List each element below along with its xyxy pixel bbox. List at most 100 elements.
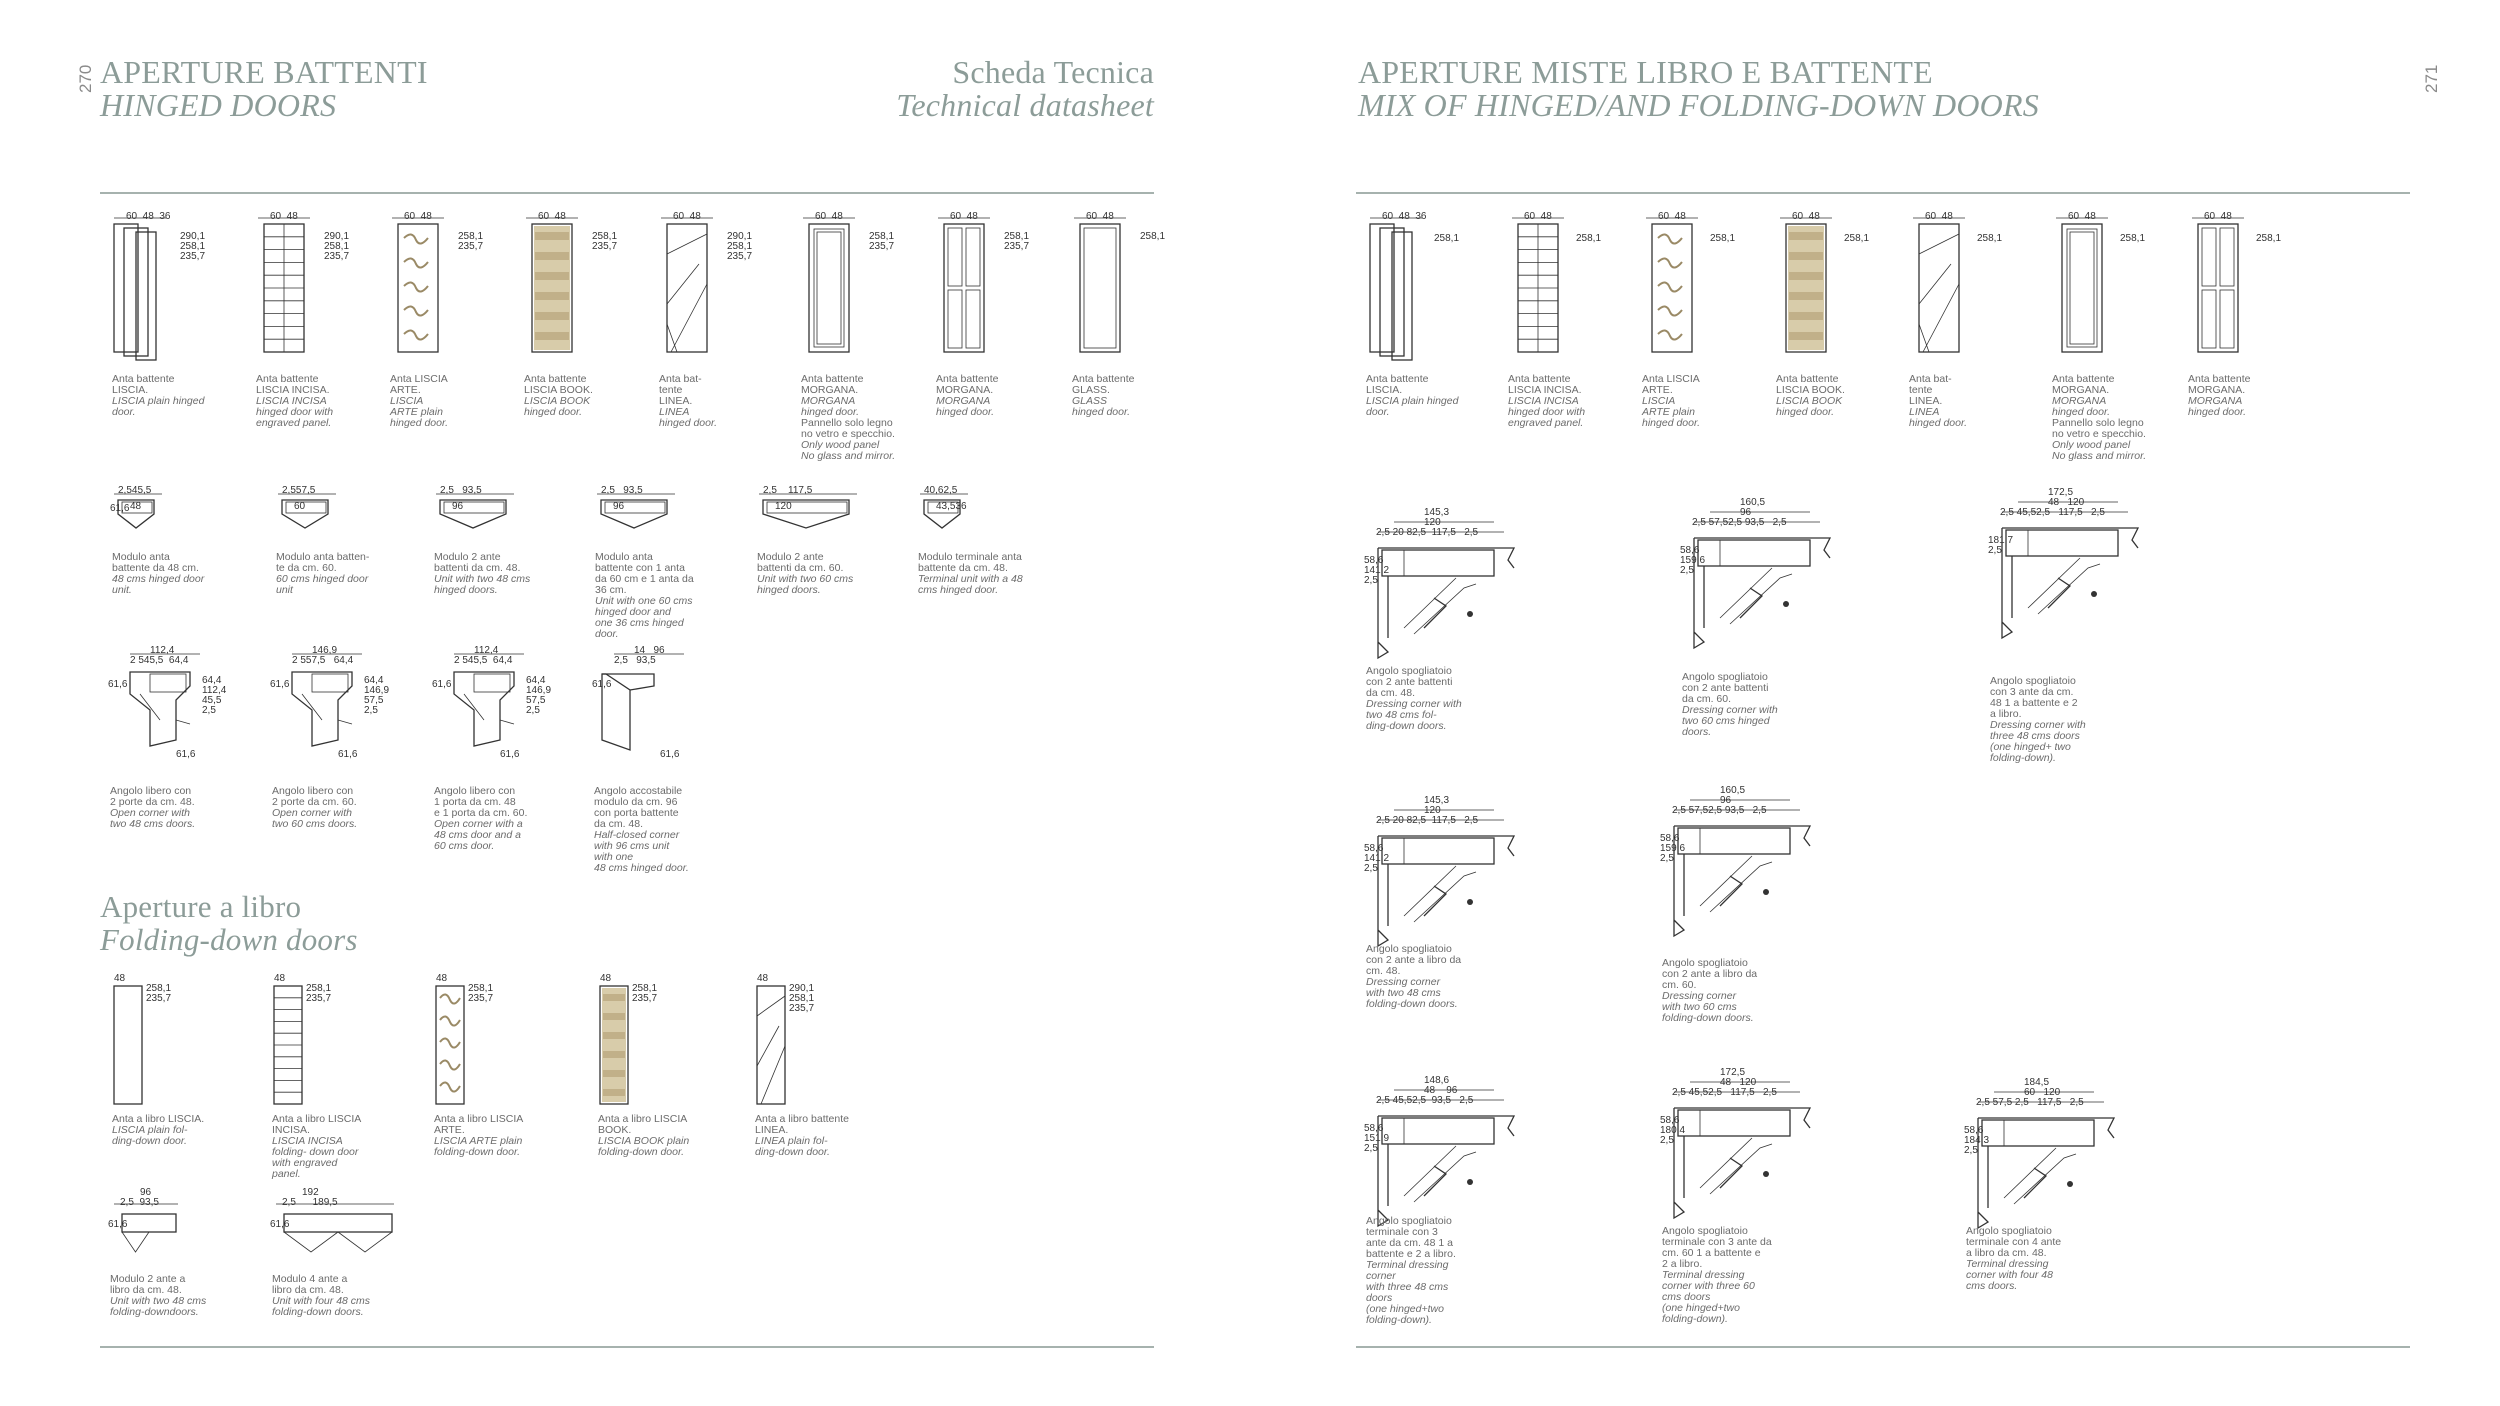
- dimension-side: 61,6: [108, 679, 128, 690]
- door-elevation-drawing: [803, 217, 855, 353]
- caption-line: cm. 60 1 a battente e: [1662, 1247, 1761, 1259]
- dimension-top-detail: 2,5 57,52,5 93,5 2,5: [1692, 517, 1787, 528]
- dimension-top-secondary: 60 120: [2024, 1087, 2061, 1098]
- caption-english-line: two 48 cms fol-: [1366, 709, 1437, 721]
- dimension-top: 160,5: [1740, 497, 1766, 508]
- dressing-corner-plan-drawing: [2001, 501, 2140, 640]
- caption-english-line: LISCIA: [390, 395, 424, 407]
- caption-line: terminale con 4 ante: [1966, 1236, 2062, 1248]
- caption-english-line: GLASS: [1072, 395, 1108, 407]
- folding-module-plan-drawing: [276, 1203, 394, 1253]
- caption-english-line: LISCIA BOOK plain: [598, 1135, 690, 1147]
- door-elevation-drawing: [661, 217, 713, 353]
- dimension-top: 2,5 93,5: [601, 485, 643, 496]
- caption-line: 36 cm.: [595, 584, 627, 596]
- caption-english-line: two 60 cms hinged: [1682, 715, 1770, 727]
- caption-line: tente: [1909, 384, 1933, 396]
- dimension-side: 58,6 180,4 2,5: [1660, 1115, 1686, 1146]
- caption-line: GLASS.: [1072, 384, 1110, 396]
- dimension-side: 58,6 159,6 2,5: [1680, 545, 1706, 576]
- dimension-side: 61,6: [270, 1219, 290, 1230]
- caption-english-line: hinged door.: [1072, 406, 1130, 418]
- dimension-side: 58,6 159,6 2,5: [1660, 833, 1686, 864]
- dimension-side: 290,1 258,1 235,7: [324, 231, 350, 262]
- caption-english-line: door.: [595, 628, 619, 640]
- caption-line: Angolo spogliatoio: [1990, 675, 2076, 687]
- caption-english-line: hinged door.: [1642, 417, 1700, 429]
- caption-line: BOOK.: [598, 1124, 632, 1136]
- caption-line: Modulo anta batten-: [276, 551, 370, 563]
- caption-line: con 2 ante a libro da: [1662, 968, 1758, 980]
- dimension-top: 192: [302, 1187, 319, 1198]
- caption-line: Anta a libro LISCIA: [598, 1113, 688, 1125]
- module-plan-drawing: [436, 493, 514, 529]
- folding-door-drawing: [435, 985, 465, 1105]
- caption-line: MORGANA.: [936, 384, 994, 396]
- caption-english-line: MORGANA: [801, 395, 856, 407]
- dimension-side: 58,6 151,9 2,5: [1364, 1123, 1390, 1154]
- dimension-side: 258,1 235,7: [592, 231, 618, 252]
- caption-line: Modulo 2 ante: [434, 551, 501, 563]
- dimension-top: 112,4: [150, 645, 175, 656]
- caption-line: libro da cm. 48.: [110, 1284, 182, 1296]
- page-subtitle: HINGED DOORS: [100, 87, 337, 123]
- caption-line: battente e 2 a libro.: [1366, 1248, 1456, 1260]
- caption-english-line: hinged doors.: [434, 584, 498, 596]
- caption-line: LINEA.: [755, 1124, 789, 1136]
- caption-line: Modulo anta: [112, 551, 170, 563]
- caption-english-line: hinged door.: [936, 406, 994, 418]
- caption-line: ARTE.: [434, 1124, 465, 1136]
- dimension-top-secondary: 48 120: [2048, 497, 2085, 508]
- caption-line: Anta battente: [1072, 373, 1135, 385]
- caption-line: a libro da cm. 48.: [1966, 1247, 2047, 1259]
- dimension-top: 146,9: [312, 645, 338, 656]
- dimension-top-detail: 2,5 20 82,5 117,5 2,5: [1376, 815, 1479, 826]
- caption-english-line: LINEA: [659, 406, 690, 418]
- door-elevation-drawing: [1913, 217, 1965, 353]
- caption-english-line: folding-down doors.: [1366, 998, 1458, 1010]
- caption-english-line: (one hinged+two: [1366, 1303, 1444, 1315]
- caption-line: Anta battente: [112, 373, 175, 385]
- folding-door-drawing: [113, 985, 143, 1105]
- caption-english-line: Dressing corner with: [1990, 719, 2086, 731]
- caption-english-line: with two 48 cms: [1366, 987, 1441, 999]
- caption-english-line: Unit with one 60 cms: [595, 595, 693, 607]
- caption-line: Anta battente: [801, 373, 864, 385]
- dimension-side: 258,1: [1977, 233, 2003, 244]
- dimension-top: 48: [274, 973, 286, 984]
- caption-line: Angolo spogliatoio: [1682, 671, 1768, 683]
- caption-line: battenti da cm. 48.: [434, 562, 521, 574]
- caption-line: LINEA.: [659, 395, 693, 407]
- caption-english-line: hinged door.: [1776, 406, 1834, 418]
- caption-line: Anta battente: [2188, 373, 2251, 385]
- dimension-top: 184,5: [2024, 1077, 2050, 1088]
- dressing-corner-plan-drawing: [1377, 1089, 1516, 1228]
- dimension-top-secondary: 48 120: [1720, 1077, 1757, 1088]
- caption-english-line: folding-down door.: [434, 1146, 520, 1158]
- caption-english-line: Unit with two 60 cms: [757, 573, 854, 585]
- dimension-top-secondary: 2 545,5 64,4: [130, 655, 189, 666]
- dimension-top: 2,5 93,5: [440, 485, 482, 496]
- caption-english-line: unit.: [112, 584, 132, 596]
- caption-line: da 60 cm e 1 anta da: [595, 573, 694, 585]
- caption-line: Anta battente: [256, 373, 319, 385]
- dimension-top: 60 48: [1658, 211, 1686, 222]
- right-page-title: APERTURE MISTE LIBRO E BATTENTE: [1358, 54, 1933, 90]
- dimension-side: 61,6: [432, 679, 452, 690]
- dimension-side: 258,1: [1434, 233, 1460, 244]
- module-plan-drawing: [759, 493, 857, 529]
- dimension-side: 61,6: [110, 503, 130, 514]
- datasheet-subtitle: Technical datasheet: [896, 87, 1154, 123]
- caption-line: cm. 60.: [1662, 979, 1697, 991]
- caption-english-line: Terminal unit with a 48: [918, 573, 1023, 585]
